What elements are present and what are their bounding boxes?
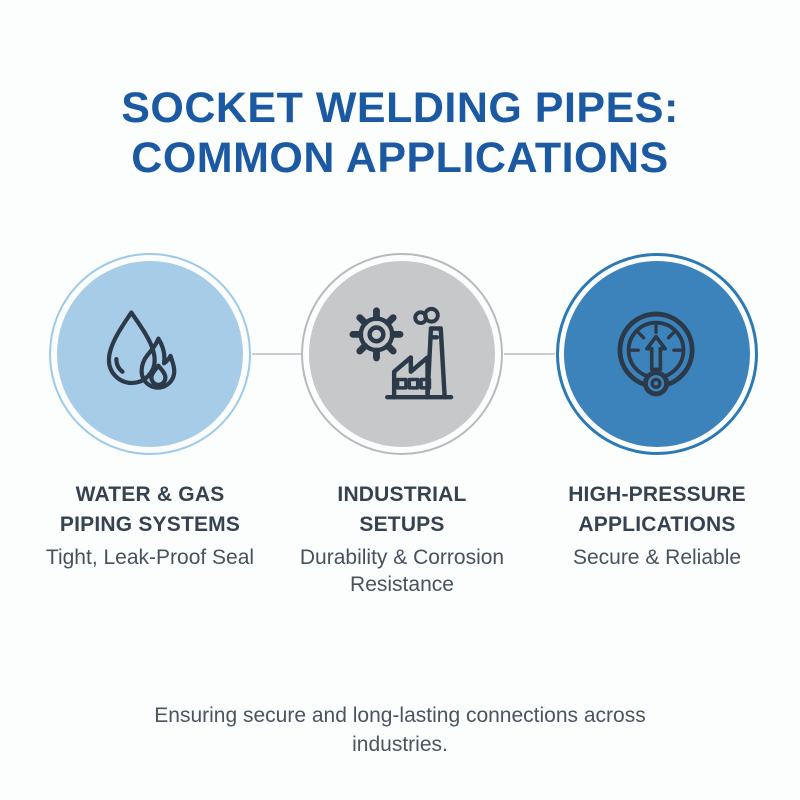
card-high-pressure: HIGH-PRESSURE APPLICATIONS Secure & Reli… <box>532 253 782 572</box>
circle-badge-fill <box>309 261 495 447</box>
card-title: WATER & GAS PIPING SYSTEMS <box>59 483 241 536</box>
circle-badge-fill <box>564 261 750 447</box>
footer-note: Ensuring secure and long-lasting connect… <box>154 704 646 756</box>
circle-badge <box>556 253 758 455</box>
page-title: SOCKET WELDING PIPES: COMMON APPLICATION… <box>121 83 679 183</box>
card-title: HIGH-PRESSURE APPLICATIONS <box>568 483 746 536</box>
circle-badge <box>49 253 251 455</box>
connector-line <box>504 353 555 355</box>
card-subtitle: Secure & Reliable <box>572 545 742 569</box>
card-subtitle: Tight, Leak-Proof Seal <box>45 545 255 569</box>
card-water-gas: WATER & GAS PIPING SYSTEMS Tight, Leak-P… <box>25 253 275 572</box>
card-subtitle: Durability & Corrosion Resistance <box>299 545 505 596</box>
water-flame-icon <box>94 305 206 403</box>
circle-badge <box>301 253 503 455</box>
card-industrial: INDUSTRIAL SETUPS Durability & Corrosion… <box>277 253 527 598</box>
pressure-gauge-icon <box>599 303 715 405</box>
card-title: INDUSTRIAL SETUPS <box>337 483 467 536</box>
connector-line <box>252 353 301 355</box>
factory-gear-icon <box>343 302 461 406</box>
circle-badge-fill <box>57 261 243 447</box>
